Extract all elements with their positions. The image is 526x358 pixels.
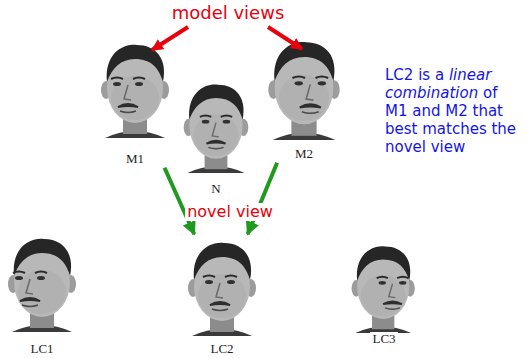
face-label: M2	[293, 147, 315, 161]
face-node: N	[178, 78, 254, 196]
face-label: N	[209, 182, 222, 196]
red-caption: novel view	[185, 203, 275, 221]
note-text: LC2 is a	[385, 66, 444, 84]
red-arrows	[152, 27, 302, 50]
face-node: M1	[95, 38, 175, 166]
face-label: LC1	[28, 342, 55, 356]
face-photo	[188, 243, 256, 336]
green-arrow	[165, 168, 195, 234]
face-node: LC2	[182, 236, 262, 356]
red-caption: model views	[172, 3, 285, 24]
face-node: LC1	[2, 232, 82, 356]
face-photo	[101, 45, 169, 138]
face-photo	[8, 239, 76, 332]
face-photo	[268, 42, 339, 140]
red-arrow	[152, 27, 188, 50]
face-photo	[184, 84, 249, 173]
face-label: LC3	[370, 332, 397, 346]
note-block: LC2 is a linear combination of M1 and M2…	[385, 66, 519, 156]
face-node: LC3	[346, 240, 422, 346]
red-arrow	[268, 27, 302, 49]
face-photo	[352, 246, 415, 333]
face-node: M2	[262, 35, 346, 161]
face-label: M1	[124, 152, 146, 166]
green-arrow	[248, 163, 278, 234]
face-label: LC2	[208, 342, 235, 356]
